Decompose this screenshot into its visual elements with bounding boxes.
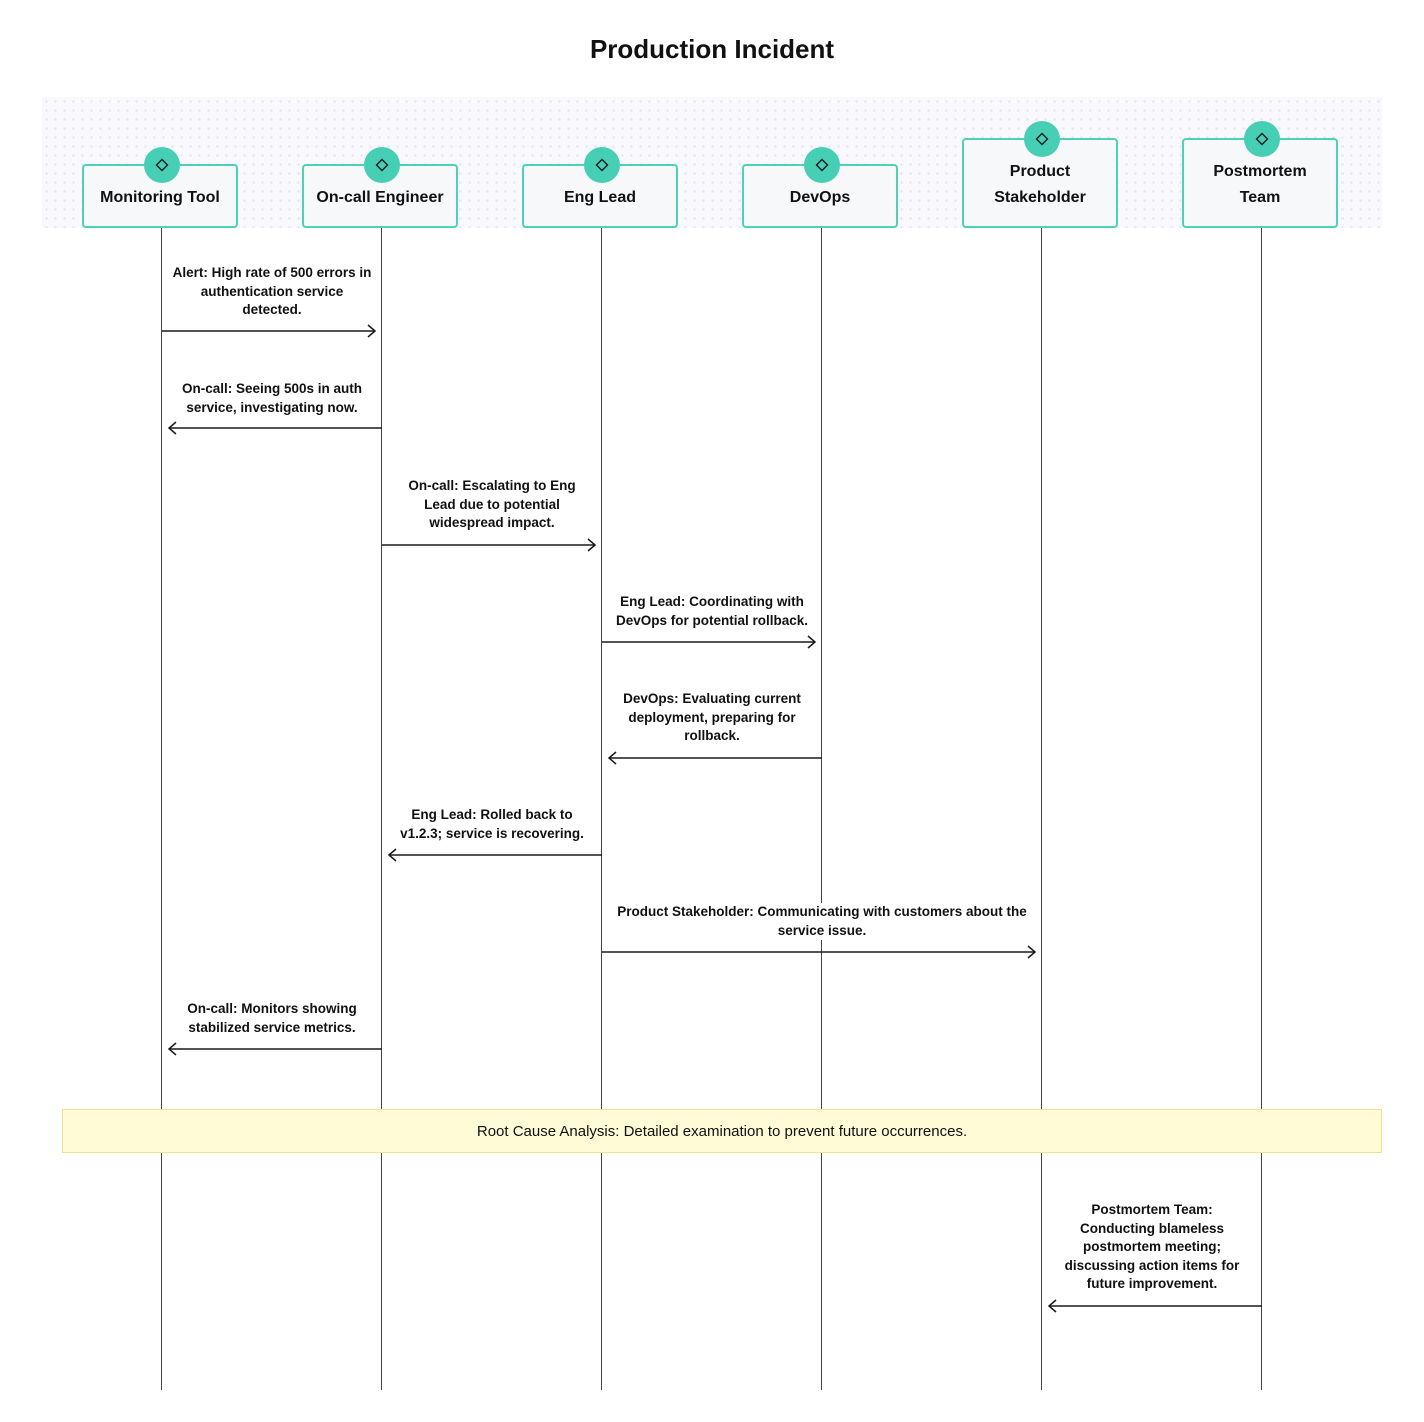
actor-label: Product Stakeholder xyxy=(994,163,1086,206)
lifeline-englead xyxy=(601,227,602,1390)
lifeline-oncall xyxy=(381,227,382,1390)
message-arrow xyxy=(382,538,597,552)
message-arrow xyxy=(602,945,1037,959)
lifeline-product xyxy=(1041,227,1042,1390)
actor-header-band xyxy=(42,97,1382,228)
message-arrow xyxy=(602,635,817,649)
message-arrow xyxy=(167,1042,382,1056)
diamond-icon xyxy=(1024,121,1060,157)
message-label: Postmortem Team: Conducting blameless po… xyxy=(1062,1201,1242,1294)
diamond-icon xyxy=(364,147,400,183)
message-arrow xyxy=(162,324,377,338)
message-label: On-call: Seeing 500s in auth service, in… xyxy=(172,380,372,418)
message-label: Eng Lead: Coordinating with DevOps for p… xyxy=(612,593,812,631)
actor-product-stakeholder[interactable]: Product Stakeholder xyxy=(962,138,1118,228)
message-arrow xyxy=(607,751,822,765)
lifeline-devops xyxy=(821,227,822,1390)
message-label: Alert: High rate of 500 errors in authen… xyxy=(172,264,372,320)
diamond-icon xyxy=(804,147,840,183)
message-label: On-call: Monitors showing stabilized ser… xyxy=(172,1000,372,1038)
actor-label: DevOps xyxy=(789,189,851,206)
diamond-icon xyxy=(1244,121,1280,157)
note-root-cause-analysis: Root Cause Analysis: Detailed examinatio… xyxy=(62,1109,1382,1153)
actor-label: Postmortem Team xyxy=(1213,163,1307,206)
diamond-icon xyxy=(584,147,620,183)
message-arrow xyxy=(387,848,602,862)
message-arrow xyxy=(1047,1299,1262,1313)
message-label: DevOps: Evaluating current deployment, p… xyxy=(617,690,807,746)
page-title: Production Incident xyxy=(589,34,835,64)
note-text: Root Cause Analysis: Detailed examinatio… xyxy=(476,1122,968,1140)
message-label: On-call: Escalating to Eng Lead due to p… xyxy=(402,477,582,533)
message-label: Eng Lead: Rolled back to v1.2.3; service… xyxy=(397,806,587,844)
actor-label: On-call Engineer xyxy=(316,189,444,206)
lifeline-monitoring xyxy=(161,227,162,1390)
diamond-icon xyxy=(144,147,180,183)
actor-label: Monitoring Tool xyxy=(100,189,220,206)
message-label: Product Stakeholder: Communicating with … xyxy=(612,903,1032,941)
lifeline-postmortem xyxy=(1261,227,1262,1390)
message-arrow xyxy=(167,421,382,435)
actor-label: Eng Lead xyxy=(563,189,636,206)
